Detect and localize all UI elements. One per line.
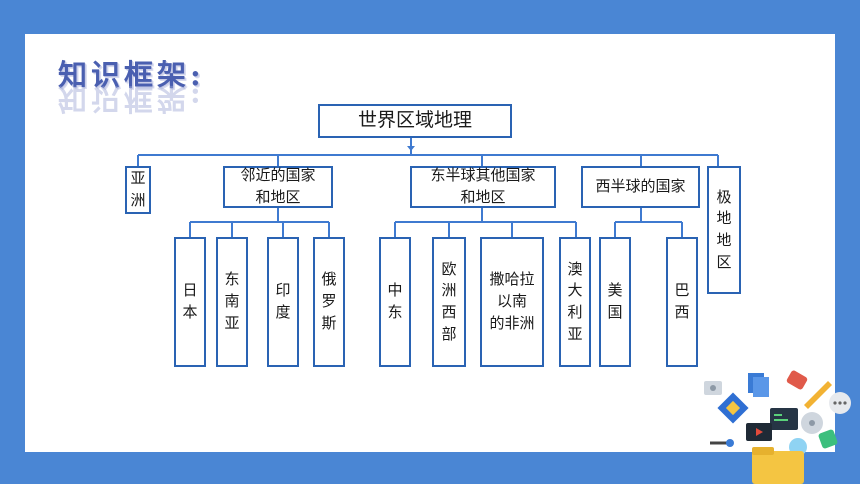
node-usa: 美 国 bbox=[599, 237, 631, 367]
dot-icon bbox=[726, 439, 734, 447]
node-russia: 俄 罗 斯 bbox=[313, 237, 345, 367]
node-sub-saharan-africa: 撒哈拉 以南 的非洲 bbox=[480, 237, 544, 367]
node-asia: 亚 洲 bbox=[125, 166, 151, 214]
root-node: 世界区域地理 bbox=[318, 104, 512, 138]
node-western-hemisphere: 西半球的国家 bbox=[581, 166, 700, 208]
node-middle-east: 中 东 bbox=[379, 237, 411, 367]
folder-icon bbox=[752, 451, 804, 484]
node-eastern-hemisphere: 东半球其他国家 和地区 bbox=[410, 166, 556, 208]
node-australia: 澳 大 利 亚 bbox=[559, 237, 591, 367]
node-neighbors: 邻近的国家 和地区 bbox=[223, 166, 333, 208]
node-japan: 日 本 bbox=[174, 237, 206, 367]
node-southeast-asia: 东 南 亚 bbox=[216, 237, 248, 367]
slide-canvas bbox=[25, 34, 835, 452]
green-badge-icon bbox=[818, 429, 838, 449]
node-brazil: 巴 西 bbox=[666, 237, 698, 367]
tag-icon bbox=[786, 370, 808, 390]
node-india: 印 度 bbox=[267, 237, 299, 367]
pencil-icon bbox=[804, 381, 832, 409]
decorative-icons-cluster bbox=[704, 370, 851, 484]
node-polar: 极 地 地 区 bbox=[707, 166, 741, 294]
node-western-europe: 欧 洲 西 部 bbox=[432, 237, 466, 367]
page-title: 知识框架: bbox=[58, 58, 205, 92]
page-title-reflection: 知识框架: bbox=[58, 82, 205, 116]
